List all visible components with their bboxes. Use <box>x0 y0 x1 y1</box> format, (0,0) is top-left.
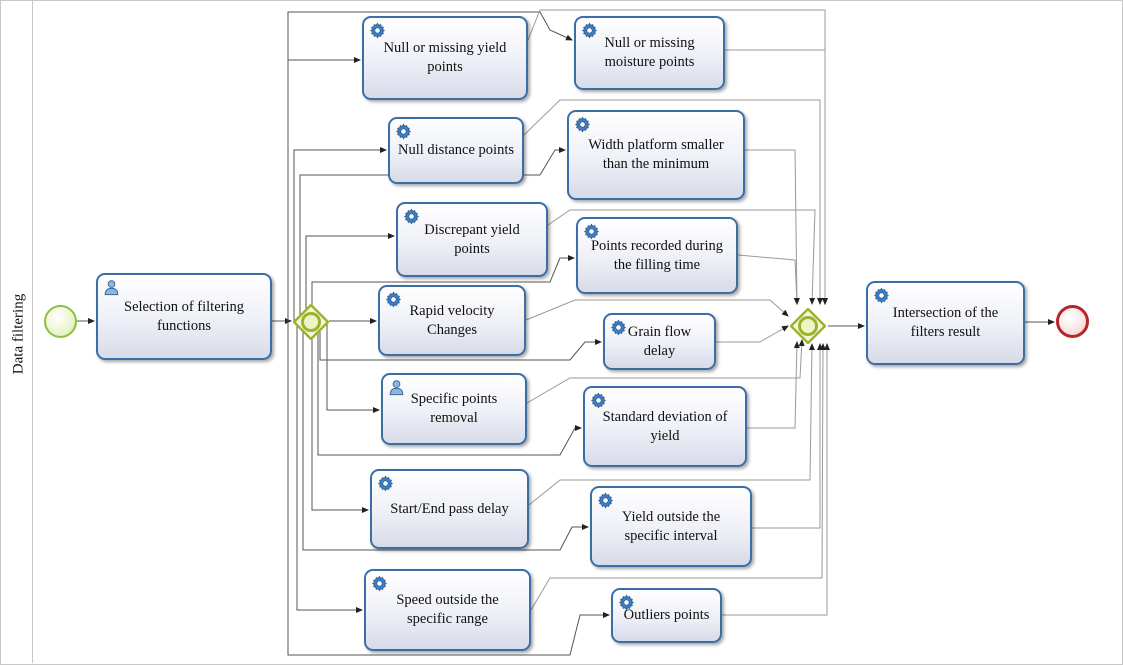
user-icon <box>103 279 120 296</box>
flow-from-specific-removal <box>526 339 805 404</box>
gear-icon <box>618 594 635 611</box>
task-intersection[interactable]: Intersection of the filters result <box>866 281 1025 365</box>
task-label: Speed outside the specific range <box>396 592 499 627</box>
task-label: Selection of filtering functions <box>124 298 244 334</box>
task-specific-removal[interactable]: Specific points removal <box>381 373 527 445</box>
flow-to-filling-time <box>311 255 575 321</box>
split-gateway[interactable] <box>293 304 329 340</box>
gear-icon <box>610 319 627 336</box>
flow-to-specific-removal <box>326 321 380 413</box>
gear-icon <box>597 492 614 509</box>
flow-from-filling-time <box>737 254 800 305</box>
flow-from-rapid-velocity <box>525 299 789 321</box>
end-event[interactable] <box>1056 305 1089 338</box>
flow-to-outliers <box>287 321 610 656</box>
lane-header: Data filtering <box>0 0 33 663</box>
task-rapid-velocity[interactable]: Rapid velocity Changes <box>378 285 526 356</box>
task-label: Yield outside the specific interval <box>621 508 721 544</box>
task-null-distance[interactable]: Null distance points <box>388 117 524 184</box>
task-yield-outside[interactable]: Yield outside the specific interval <box>590 486 752 567</box>
flow-to-speed-outside <box>296 321 363 613</box>
task-label: Intersection of the filters result <box>892 305 999 340</box>
task-label: Specific points removal <box>410 391 498 426</box>
task-label: Start/End pass delay <box>390 500 509 517</box>
task-label: Rapid velocity Changes <box>409 302 495 338</box>
flow-to-std-dev <box>317 321 582 456</box>
gear-icon <box>590 392 607 409</box>
task-null-moisture[interactable]: Null or missing moisture points <box>574 16 725 90</box>
task-label: Standard deviation of yield <box>602 408 728 444</box>
gear-icon <box>371 575 388 592</box>
flow-to-start-end <box>311 321 369 513</box>
start-event[interactable] <box>44 305 77 338</box>
flow-to-grain-flow <box>319 321 602 361</box>
gear-icon <box>395 123 412 140</box>
gear-icon <box>377 475 394 492</box>
task-width-platform[interactable]: Width platform smaller than the minimum <box>567 110 745 200</box>
task-label: Points recorded during the filling time <box>590 237 724 273</box>
flow-to-discrepant <box>305 233 395 321</box>
task-grain-flow[interactable]: Grain flow delay <box>603 313 716 370</box>
gear-icon <box>385 291 402 308</box>
flow-from-outliers <box>722 343 830 616</box>
task-label: Null distance points <box>398 142 514 159</box>
task-discrepant[interactable]: Discrepant yield points <box>396 202 548 277</box>
task-label: Grain flow delay <box>627 323 692 359</box>
task-label: Discrepant yield points <box>424 221 520 257</box>
flow-from-discrepant <box>547 209 816 305</box>
flow-to-yield-outside <box>302 321 589 551</box>
gear-icon <box>583 223 600 240</box>
flow-from-null-distance <box>523 99 823 305</box>
task-filling-time[interactable]: Points recorded during the filling time <box>576 217 738 294</box>
task-label: Null or missing yield points <box>383 40 507 75</box>
task-start-end[interactable]: Start/End pass delay <box>370 469 529 549</box>
flow-from-null-moisture <box>725 49 828 305</box>
flow-to-null-moisture <box>287 11 573 321</box>
gear-icon <box>574 116 591 133</box>
flow-from-grain-flow <box>716 325 789 343</box>
task-selection[interactable]: Selection of filtering functions <box>96 273 272 360</box>
user-icon <box>388 379 405 396</box>
task-label: Width platform smaller than the minimum <box>588 137 724 172</box>
flow-from-std-dev <box>747 341 800 429</box>
flow-from-width-platform <box>745 149 800 305</box>
gear-icon <box>873 287 890 304</box>
flow-to-null-distance <box>293 147 387 321</box>
flow-from-start-end <box>528 343 815 506</box>
gear-icon <box>403 208 420 225</box>
flow-from-speed-outside <box>530 343 826 611</box>
join-gateway[interactable] <box>790 308 826 344</box>
task-std-dev[interactable]: Standard deviation of yield <box>583 386 747 467</box>
gear-icon <box>369 22 386 39</box>
task-label: Outliers points <box>623 607 710 624</box>
task-null-yield[interactable]: Null or missing yield points <box>362 16 528 100</box>
task-speed-outside[interactable]: Speed outside the specific range <box>364 569 531 651</box>
task-outliers[interactable]: Outliers points <box>611 588 722 643</box>
flow-from-yield-outside <box>752 343 823 529</box>
task-label: Null or missing moisture points <box>604 35 695 70</box>
flow-to-width-platform <box>299 147 566 321</box>
gear-icon <box>581 22 598 39</box>
